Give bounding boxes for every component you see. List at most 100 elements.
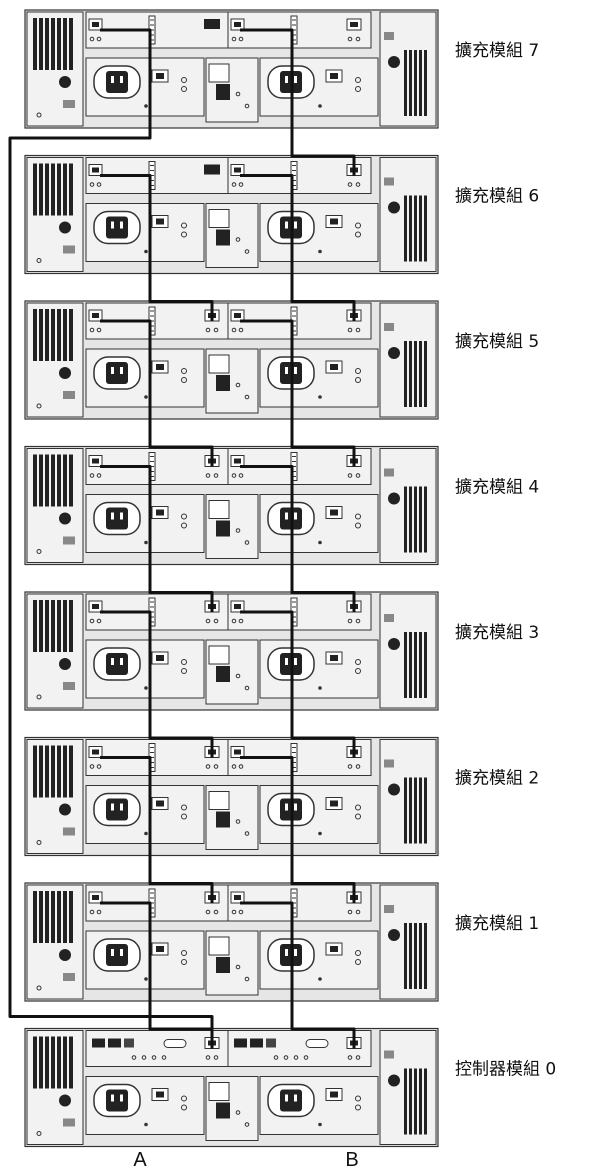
status-led bbox=[181, 513, 187, 520]
vent-slot bbox=[424, 195, 427, 262]
ac-pin bbox=[120, 949, 123, 956]
storage-module bbox=[24, 300, 439, 420]
module-label: 擴充模組 4 bbox=[455, 478, 539, 498]
status-led bbox=[244, 103, 250, 109]
storage-module bbox=[24, 591, 439, 711]
status-led bbox=[213, 909, 219, 915]
fan-led bbox=[384, 323, 394, 331]
fan-module-right bbox=[379, 884, 437, 1000]
fan-led bbox=[384, 1050, 394, 1059]
fan-module-right bbox=[379, 157, 437, 272]
storage-module bbox=[24, 882, 439, 1002]
vent-slot bbox=[424, 50, 427, 116]
power-switch-rocker bbox=[330, 1091, 338, 1098]
screw-icon bbox=[318, 104, 322, 108]
key-icon bbox=[36, 694, 42, 700]
status-led bbox=[347, 36, 353, 42]
status-led bbox=[181, 522, 187, 529]
status-led bbox=[347, 1055, 353, 1060]
status-led bbox=[96, 909, 102, 915]
ethernet-port bbox=[124, 1038, 134, 1048]
ac-pin bbox=[111, 1094, 114, 1102]
status-led bbox=[244, 394, 250, 400]
status-led bbox=[355, 473, 361, 478]
usb-ports bbox=[216, 1102, 230, 1119]
vent-slot bbox=[409, 923, 412, 989]
power-switch-rocker bbox=[156, 1091, 164, 1098]
fan-module-right bbox=[379, 11, 437, 127]
vent-slot bbox=[424, 632, 427, 698]
status-led bbox=[355, 618, 361, 624]
latch-knob bbox=[59, 76, 71, 88]
latch-knob bbox=[59, 803, 71, 816]
host-port bbox=[250, 1038, 263, 1048]
sas-out-port-socket bbox=[350, 22, 358, 27]
status-led bbox=[355, 222, 361, 229]
cable-chain-a bbox=[100, 465, 214, 612]
status-led bbox=[347, 764, 353, 769]
sas-in-port-socket bbox=[92, 458, 99, 464]
status-led bbox=[96, 764, 102, 769]
usb-ports bbox=[216, 666, 230, 682]
vent-slot bbox=[51, 891, 55, 943]
key-icon bbox=[36, 403, 42, 409]
screw-icon bbox=[144, 395, 148, 399]
status-led bbox=[235, 964, 241, 970]
vent-slot bbox=[419, 50, 422, 116]
vent-slot bbox=[51, 600, 55, 652]
vent-slot bbox=[424, 1068, 427, 1135]
host-port bbox=[108, 1038, 121, 1048]
ac-pin bbox=[294, 1094, 297, 1102]
vent-slot bbox=[45, 454, 49, 507]
status-led bbox=[181, 77, 187, 83]
status-led bbox=[89, 36, 95, 42]
ac-socket-icon bbox=[106, 507, 128, 530]
sas-in-port-socket bbox=[92, 895, 99, 900]
ac-pin bbox=[294, 76, 297, 83]
vent-slot bbox=[63, 745, 67, 798]
cable-chain-b bbox=[240, 465, 356, 612]
sas-in-port-socket bbox=[234, 895, 241, 900]
vent-slot bbox=[57, 454, 61, 507]
vent-slot bbox=[51, 163, 55, 216]
status-led bbox=[181, 668, 187, 674]
vent-slot bbox=[69, 163, 73, 216]
ac-pin bbox=[111, 221, 114, 229]
ac-pin bbox=[285, 803, 288, 811]
ac-pin bbox=[294, 512, 297, 520]
vent-slot bbox=[51, 745, 55, 798]
vent-slot bbox=[404, 50, 407, 116]
module-label: 擴充模組 3 bbox=[455, 623, 539, 643]
latch-knob bbox=[388, 783, 400, 796]
status-led bbox=[213, 1055, 219, 1060]
ac-pin bbox=[285, 221, 288, 229]
status-led bbox=[355, 959, 361, 965]
vent-slot bbox=[57, 309, 61, 361]
ac-socket-icon bbox=[106, 71, 128, 93]
status-led bbox=[355, 804, 361, 811]
vent-slot bbox=[33, 163, 37, 216]
vent-slot bbox=[404, 923, 407, 989]
vent-slot bbox=[39, 1036, 43, 1089]
power-switch-rocker bbox=[330, 800, 338, 807]
bottom-label-b: B bbox=[345, 1149, 358, 1171]
storage-module bbox=[24, 445, 439, 566]
status-led bbox=[181, 222, 187, 229]
status-led bbox=[355, 950, 361, 956]
status-led bbox=[355, 327, 361, 333]
bottom-label-a: A bbox=[133, 1149, 147, 1171]
vent-slot bbox=[57, 1036, 61, 1089]
sas-in-port-socket bbox=[234, 313, 241, 318]
vent-slot bbox=[33, 745, 37, 798]
sas-in-port-socket bbox=[92, 604, 99, 609]
latch-knob bbox=[59, 658, 71, 670]
id-switch bbox=[208, 645, 230, 665]
ac-pin bbox=[120, 76, 123, 83]
ac-pin bbox=[285, 658, 288, 665]
fan-led bbox=[384, 177, 394, 186]
status-led bbox=[181, 813, 187, 820]
status-led bbox=[161, 1055, 167, 1060]
status-led bbox=[181, 659, 187, 665]
module-label: 擴充模組 2 bbox=[455, 769, 539, 789]
